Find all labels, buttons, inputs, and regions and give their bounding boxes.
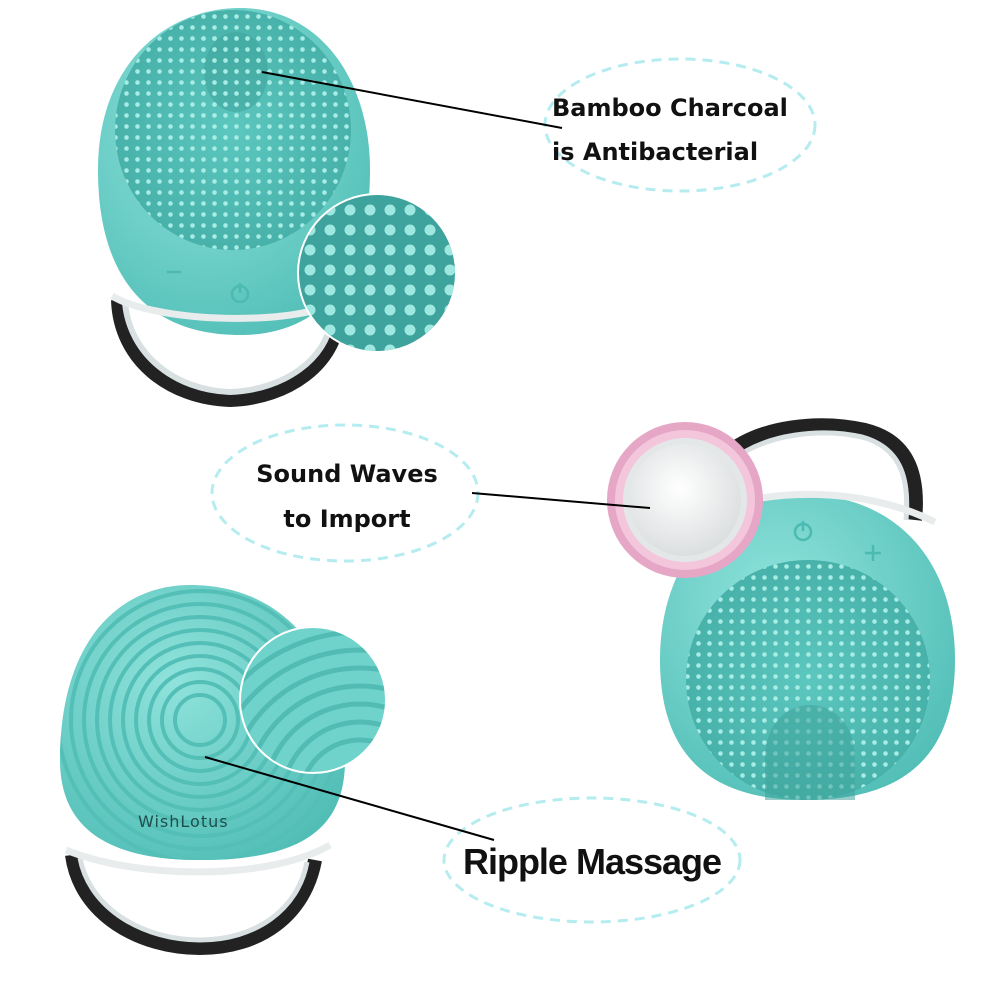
callout-sound-waves-line2: to Import bbox=[283, 505, 411, 533]
brand-logo-text: WishLotus bbox=[138, 812, 229, 831]
bristle-zoom bbox=[297, 193, 457, 353]
device-top-left bbox=[98, 8, 457, 408]
callout-ripple: Ripple Massage bbox=[462, 841, 722, 882]
callout-antibacterial-line1: Bamboo Charcoal bbox=[552, 94, 788, 122]
device-right bbox=[607, 418, 955, 800]
leader-line-ripple bbox=[204, 756, 495, 841]
leader-line-antibacterial bbox=[261, 71, 563, 129]
callout-sound-waves: Sound Waves to Import bbox=[222, 452, 472, 542]
plus-icon bbox=[865, 545, 881, 561]
callout-antibacterial: Bamboo Charcoal is Antibacterial bbox=[552, 86, 802, 174]
callout-sound-waves-line1: Sound Waves bbox=[256, 460, 438, 488]
ultrasonic-probe bbox=[607, 422, 763, 578]
leader-line-sound-waves bbox=[471, 492, 651, 509]
power-icon bbox=[793, 521, 813, 542]
power-icon bbox=[230, 283, 250, 304]
device-bottom-left bbox=[60, 585, 387, 956]
callout-antibacterial-line2: is Antibacterial bbox=[552, 138, 759, 166]
callout-bubble-ripple bbox=[442, 796, 742, 924]
